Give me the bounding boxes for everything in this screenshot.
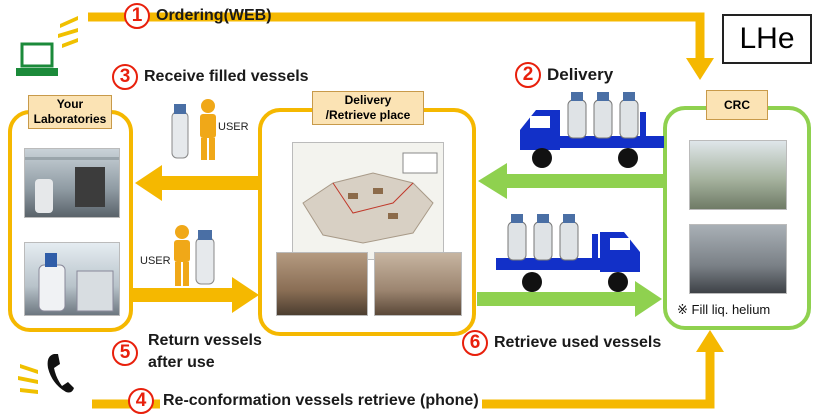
alert-lines-icon [18, 364, 38, 394]
user-label-2: USER [140, 255, 171, 267]
arrow-return-head [232, 277, 259, 313]
phone-icon [47, 354, 74, 393]
alert-lines-icon [58, 16, 78, 48]
user-label: USER [218, 121, 249, 133]
step-6-number: 6 [462, 330, 488, 356]
gas-cylinder-icon [25, 157, 119, 213]
step-1: 1 Ordering(WEB) [124, 3, 272, 29]
arrow-receive-shaft [160, 176, 260, 190]
step-3-label: Receive filled vessels [144, 68, 309, 85]
arrow-delivery-shaft [505, 174, 667, 188]
person-icon [174, 225, 215, 286]
arrow-delivery-head [478, 163, 507, 199]
person-icon [171, 99, 216, 160]
arrow-ordering-head [686, 58, 714, 80]
step-1-label: Ordering(WEB) [156, 7, 272, 24]
step-2: 2 Delivery [515, 62, 613, 88]
step-6: 6 Retrieve used vessels [462, 330, 661, 356]
place-photo-2 [374, 252, 462, 316]
step-3-number: 3 [112, 64, 138, 90]
laptop-icon [16, 42, 58, 76]
crc-box: ※ Fill liq. helium [663, 106, 811, 330]
gas-cylinder-icon [38, 253, 114, 312]
arrow-retrieve-shaft [477, 292, 637, 306]
delivery-place-title: Delivery /Retrieve place [312, 91, 424, 125]
crc-note: ※ Fill liq. helium [677, 302, 771, 317]
gas-cylinder-icon [567, 92, 639, 139]
arrow-phone-head [696, 330, 724, 352]
delivery-place-box [258, 108, 476, 336]
crc-facility-photo [689, 224, 787, 294]
step-1-number: 1 [124, 3, 150, 29]
truck-icon [496, 214, 640, 292]
delivery-place-title-line1: Delivery [344, 93, 392, 107]
lab-photo-1 [24, 148, 120, 218]
step-2-number: 2 [515, 62, 541, 88]
labs-title: Your Laboratories [28, 95, 112, 129]
step-5-label: Return vessels [148, 332, 262, 349]
arrow-retrieve-head [635, 281, 662, 317]
labs-box [8, 110, 133, 332]
step-4: 4 Re-conformation vessels retrieve (phon… [128, 388, 482, 414]
step-6-label: Retrieve used vessels [494, 334, 662, 351]
step-5: 5 Return vessels after use [112, 330, 292, 378]
gas-cylinder-icon [507, 214, 579, 261]
arrow-return-shaft [130, 288, 234, 302]
lab-photo-2 [24, 242, 120, 316]
step-4-number: 4 [128, 388, 154, 414]
map-icon [302, 152, 438, 244]
place-photo-1 [276, 252, 368, 316]
campus-map [292, 142, 444, 260]
step-5-number: 5 [112, 340, 138, 366]
arrow-receive-head [135, 165, 162, 201]
delivery-place-title-line2: /Retrieve place [325, 108, 411, 122]
step-2-label: Delivery [547, 65, 614, 84]
crc-building-photo [689, 140, 787, 210]
arrow-ordering [88, 12, 705, 60]
step-4-label: Re-conformation vessels retrieve (phone) [160, 392, 482, 410]
crc-title: CRC [706, 90, 768, 120]
truck-icon [520, 92, 664, 168]
step-3: 3 Receive filled vessels [112, 64, 309, 90]
lhe-badge: LHe [722, 14, 812, 64]
step-5-label-line2: after use [148, 354, 215, 371]
